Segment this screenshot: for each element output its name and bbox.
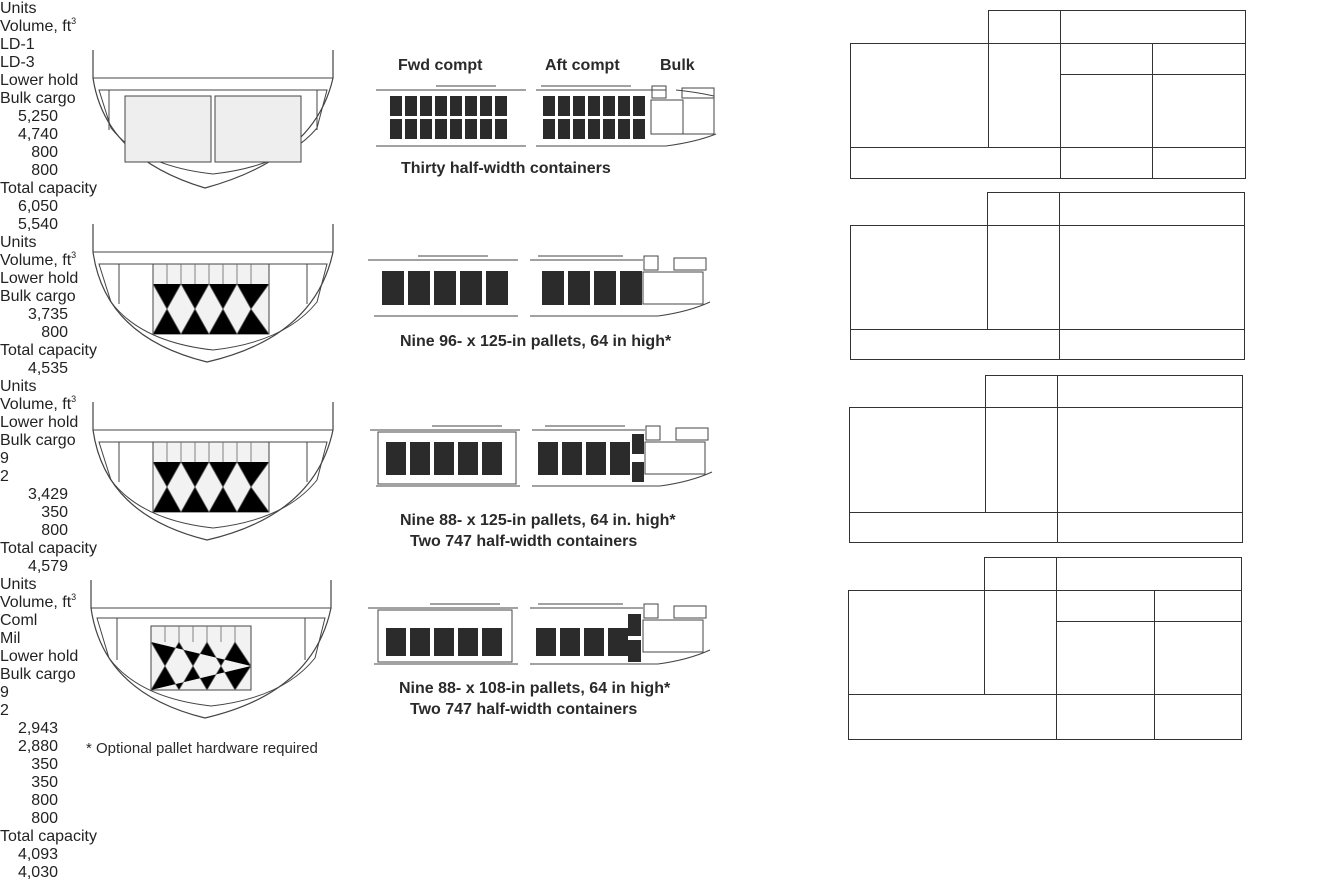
layout-2-caption-line-1: Nine 96- x 125-in pallets, 64 in high*	[400, 333, 672, 350]
t1-total-label: Total capacity	[0, 180, 97, 197]
t2-units-header: Units	[0, 234, 37, 251]
t2-value-2: 800	[41, 324, 68, 341]
t3-units-2: 2	[0, 468, 9, 485]
t4-sub-header-1: Coml	[0, 612, 38, 629]
t4-sub-header-2: Mil	[0, 630, 21, 647]
t2-row-label-2: Bulk cargo	[0, 288, 76, 305]
cross-section-4	[90, 580, 332, 719]
t1-row-label-2: Bulk cargo	[0, 90, 76, 107]
t1-value-2-1: 800	[31, 144, 58, 161]
layout-4-side-view	[368, 603, 711, 665]
t3-total: 4,579	[27, 558, 68, 575]
t4-row-label-1: Lower hold	[0, 648, 79, 665]
layout-1-side-view	[376, 85, 717, 147]
t4-value-3-2: 800	[31, 810, 58, 827]
t4-row-label-3: Bulk cargo	[0, 666, 76, 683]
t1-volume-header: Volume, ft3	[0, 16, 77, 35]
t1-row-label-1: Lower hold	[0, 72, 79, 89]
fwd-compt-header: Fwd compt	[398, 57, 483, 74]
t4-value-2-1: 350	[31, 756, 58, 773]
capacity-table-1: Units Volume, ft3 LD-1 LD-3 Lower hold B…	[0, 0, 1333, 234]
t3-value-1: 3,429	[27, 486, 68, 503]
t4-value-1-1: 2,943	[17, 720, 58, 737]
capacity-table-2: Units Volume, ft3 Lower hold Bulk cargo …	[0, 192, 1333, 378]
layout-2-side-view	[368, 255, 711, 317]
t1-total-2: 5,540	[17, 216, 58, 233]
t1-value-1-1: 5,250	[17, 108, 58, 125]
t1-value-1-2: 4,740	[17, 126, 58, 143]
t2-volume-header: Volume, ft3	[0, 250, 77, 269]
t2-value-1: 3,735	[27, 306, 68, 323]
t4-total-2: 4,030	[17, 864, 58, 881]
t4-value-2-2: 350	[31, 774, 58, 791]
t4-units-1: 9	[0, 684, 9, 701]
cross-section-1	[92, 50, 334, 189]
t4-value-1-2: 2,880	[17, 738, 58, 755]
layout-4-caption-line-2: Two 747 half-width containers	[410, 701, 638, 718]
layout-3-caption-line-2: Two 747 half-width containers	[410, 533, 638, 550]
t2-row-label-1: Lower hold	[0, 270, 79, 287]
t3-units-header: Units	[0, 378, 37, 395]
bulk-header: Bulk	[660, 57, 695, 74]
t4-units-2: 2	[0, 702, 9, 719]
t3-row-label-1: Lower hold	[0, 414, 79, 431]
layout-1-caption-line-1: Thirty half-width containers	[401, 160, 611, 177]
t3-total-label: Total capacity	[0, 540, 97, 557]
layout-4-caption-line-1: Nine 88- x 108-in pallets, 64 in high*	[399, 680, 671, 697]
t3-value-2: 350	[41, 504, 68, 521]
layout-3-caption-line-1: Nine 88- x 125-in pallets, 64 in. high*	[400, 512, 676, 529]
t3-units-1: 9	[0, 450, 9, 467]
t2-total-label: Total capacity	[0, 342, 97, 359]
layout-3-side-view	[370, 425, 713, 487]
t4-units-header: Units	[0, 576, 37, 593]
t1-sub-header-2: LD-3	[0, 54, 35, 71]
t1-sub-header-1: LD-1	[0, 36, 35, 53]
t1-units-header: Units	[0, 0, 37, 17]
t1-total-1: 6,050	[17, 198, 58, 215]
aft-compt-header: Aft compt	[545, 57, 620, 74]
t4-total-1: 4,093	[17, 846, 58, 863]
t4-total-label: Total capacity	[0, 828, 97, 845]
t3-row-label-3: Bulk cargo	[0, 432, 76, 449]
capacity-table-3: Units Volume, ft3 Lower hold Bulk cargo …	[0, 375, 1333, 576]
t3-value-3: 800	[41, 522, 68, 539]
footnote: * Optional pallet hardware required	[86, 740, 318, 757]
cross-section-3	[92, 402, 334, 541]
t2-total: 4,535	[27, 360, 68, 377]
t4-volume-header: Volume, ft3	[0, 592, 77, 611]
t1-value-2-2: 800	[31, 162, 58, 179]
t4-value-3-1: 800	[31, 792, 58, 809]
cross-section-2	[92, 224, 334, 363]
t3-volume-header: Volume, ft3	[0, 394, 77, 413]
